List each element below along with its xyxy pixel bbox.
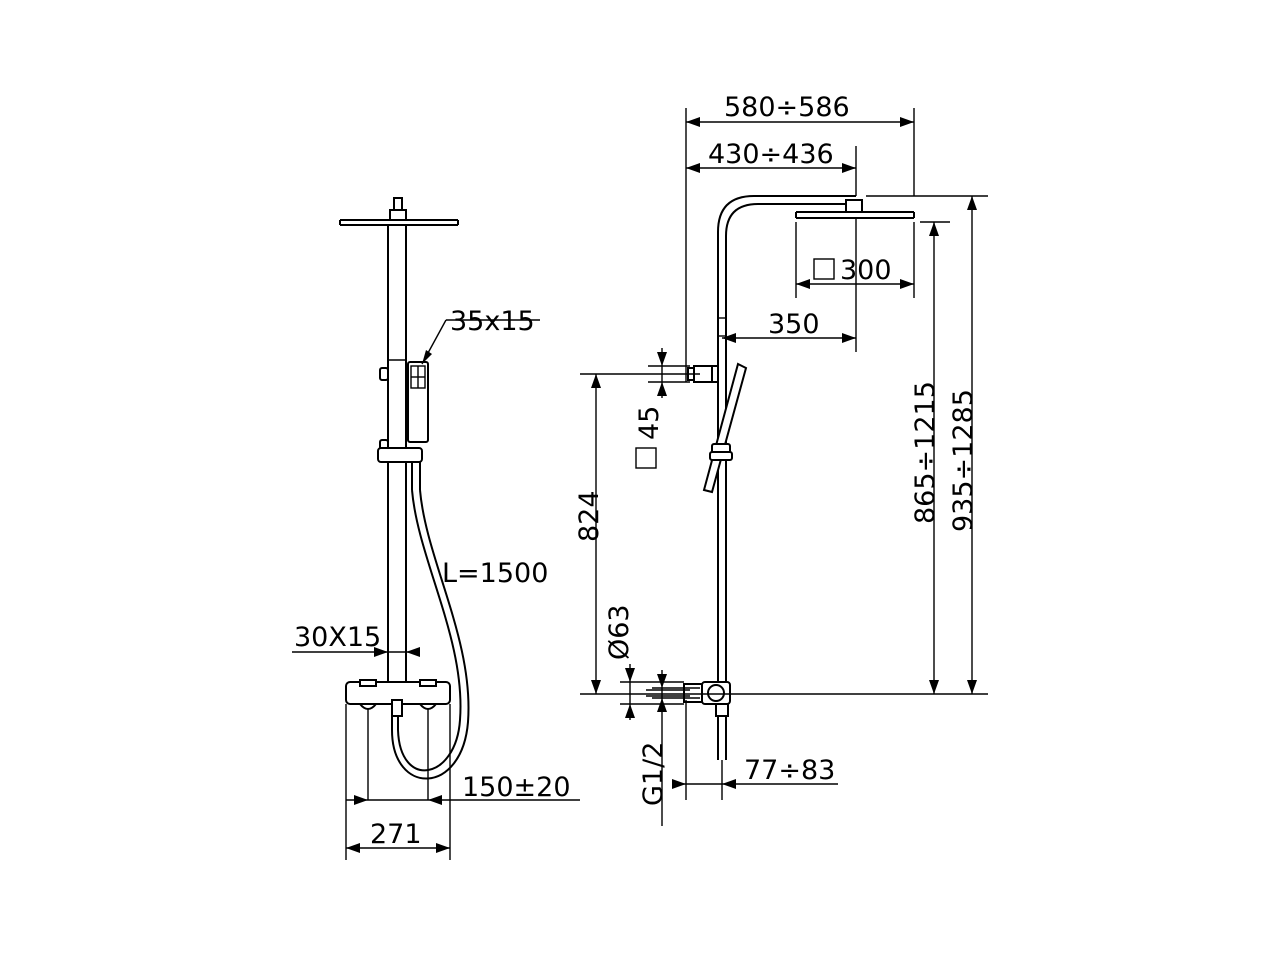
label-bar-section: 30X15 [294,622,381,653]
dim-bar-section: 30X15 [292,622,420,657]
label-height-range-2: 935÷1285 [948,389,979,532]
dim-bar-offset: 350 [722,309,856,343]
dim-handshower-section: 35x15 [421,306,540,365]
dim-height-824: 824 [574,374,605,694]
label-handshower-section: 35x15 [450,306,535,337]
dim-head-size: 300 [796,255,914,289]
label-flange-diameter: Ø63 [604,604,635,660]
front-thermostatic-mixer [345,679,451,860]
side-riser-arm [717,195,856,690]
label-bracket-size: 45 [634,406,665,440]
side-head-shower [795,199,915,219]
label-hose-length: L=1500 [442,558,548,589]
front-head-shower [339,197,459,226]
label-arm-reach: 430÷436 [708,139,834,170]
dim-flange-diameter: Ø63 [604,604,684,720]
label-total-reach: 580÷586 [724,92,850,123]
dim-height-range-1: 865÷1215 [910,222,941,694]
label-height-824: 824 [574,490,605,542]
label-height-range-1: 865÷1215 [910,381,941,524]
dim-arm-reach: 430÷436 [686,139,856,173]
front-hose [391,489,470,780]
front-hand-shower [377,361,429,490]
dim-connection-thread: G1/2 [638,670,700,826]
label-wall-offset: 77÷83 [744,755,835,786]
label-inlet-spacing: 150±20 [462,772,571,803]
label-mixer-width: 271 [370,819,422,850]
dim-height-range-2: 935÷1285 [948,196,979,694]
front-view: 35x15 L=1500 30X15 150±20 271 [292,197,580,860]
dim-mixer-width: 271 [346,819,450,853]
side-hand-shower [702,362,748,494]
dim-total-reach: 580÷586 [686,92,914,127]
label-head-size: 300 [840,255,892,286]
dim-bracket-size: 45 [634,348,690,469]
label-connection-thread: G1/2 [638,742,669,806]
dim-wall-offset: 77÷83 [672,700,838,800]
dim-inlet-spacing: 150±20 [346,772,580,805]
side-view: 580÷586 430÷436 300 350 [574,92,988,826]
label-bar-offset: 350 [768,309,820,340]
